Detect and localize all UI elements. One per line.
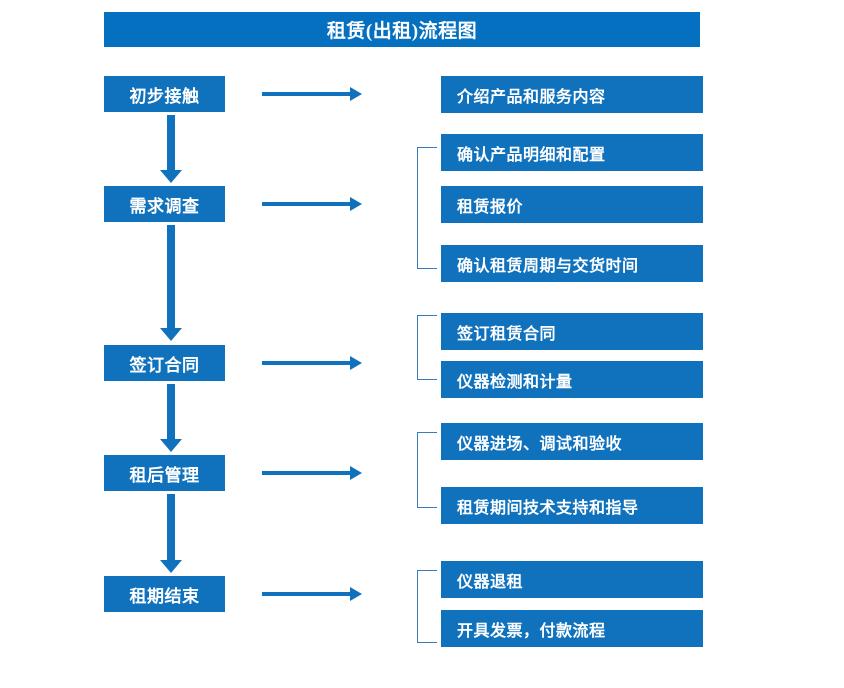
- arrow-head-icon: [160, 560, 182, 573]
- right-arrow-4: [262, 466, 362, 480]
- arrow-head-icon: [350, 356, 362, 370]
- arrow-shaft: [167, 115, 175, 170]
- detail-box-10[interactable]: 开具发票，付款流程: [441, 610, 703, 647]
- group-bracket-5: [417, 570, 437, 643]
- down-arrow-3: [160, 384, 182, 452]
- detail-box-2[interactable]: 确认产品明细和配置: [441, 134, 703, 171]
- arrow-head-icon: [160, 170, 182, 183]
- group-bracket-2: [417, 147, 437, 269]
- arrow-shaft: [262, 92, 352, 96]
- right-arrow-1: [262, 87, 362, 101]
- arrow-head-icon: [350, 87, 362, 101]
- arrow-shaft: [262, 361, 352, 365]
- arrow-shaft: [167, 225, 175, 328]
- detail-box-5[interactable]: 签订租赁合同: [441, 313, 703, 350]
- stage-box-3[interactable]: 签订合同: [104, 345, 225, 381]
- group-bracket-3: [417, 315, 437, 380]
- group-bracket-4: [417, 432, 437, 508]
- right-arrow-3: [262, 356, 362, 370]
- arrow-head-icon: [350, 197, 362, 211]
- detail-box-1[interactable]: 介绍产品和服务内容: [441, 76, 703, 113]
- down-arrow-2: [160, 225, 182, 341]
- arrow-shaft: [262, 471, 352, 475]
- right-arrow-5: [262, 587, 362, 601]
- arrow-shaft: [167, 384, 175, 439]
- stage-box-5[interactable]: 租期结束: [104, 576, 225, 612]
- arrow-head-icon: [160, 439, 182, 452]
- detail-box-8[interactable]: 租赁期间技术支持和指导: [441, 487, 703, 524]
- page-title: 租赁(出租)流程图: [104, 12, 700, 47]
- arrow-head-icon: [160, 328, 182, 341]
- right-arrow-2: [262, 197, 362, 211]
- down-arrow-4: [160, 494, 182, 573]
- stage-box-1[interactable]: 初步接触: [104, 76, 225, 112]
- arrow-shaft: [262, 202, 352, 206]
- detail-box-9[interactable]: 仪器退租: [441, 561, 703, 598]
- down-arrow-1: [160, 115, 182, 183]
- detail-box-3[interactable]: 租赁报价: [441, 186, 703, 223]
- arrow-head-icon: [350, 587, 362, 601]
- arrow-shaft: [262, 592, 352, 596]
- detail-box-7[interactable]: 仪器进场、调试和验收: [441, 423, 703, 460]
- arrow-head-icon: [350, 466, 362, 480]
- stage-box-2[interactable]: 需求调查: [104, 186, 225, 222]
- stage-box-4[interactable]: 租后管理: [104, 455, 225, 491]
- arrow-shaft: [167, 494, 175, 560]
- detail-box-4[interactable]: 确认租赁周期与交货时间: [441, 245, 703, 282]
- detail-box-6[interactable]: 仪器检测和计量: [441, 361, 703, 398]
